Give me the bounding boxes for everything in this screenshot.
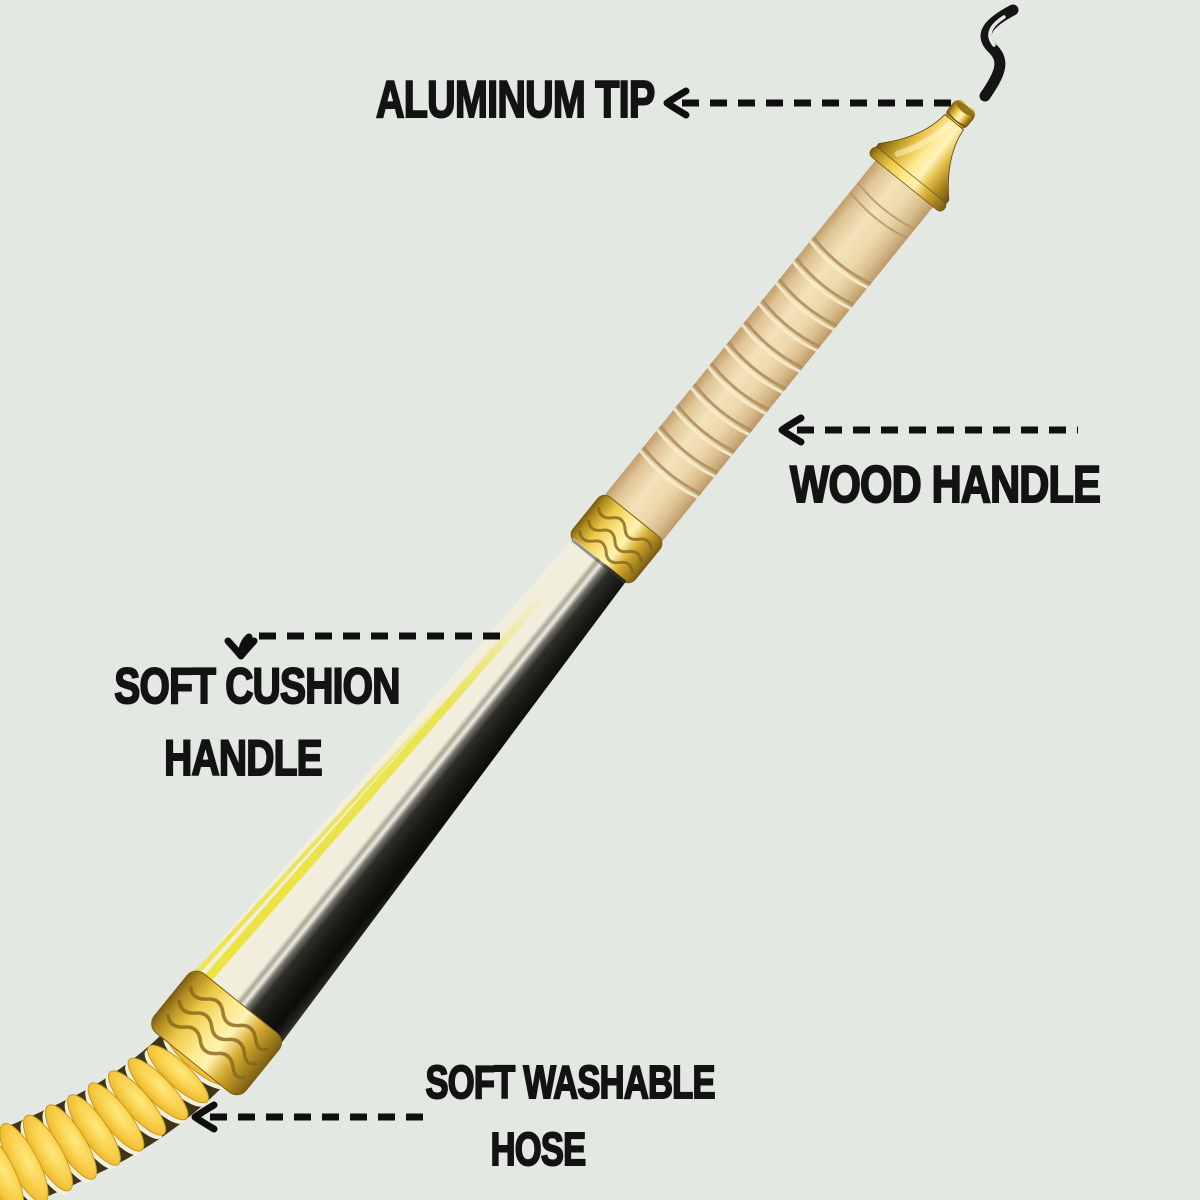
label-soft-washable-line2: HOSE [490,1122,587,1176]
annotation-arrows [191,87,1078,1133]
wood-handle-arrow [778,414,1078,446]
aluminum-tip-part [869,100,975,212]
label-aluminum-tip-text: ALUMINUM TIP [375,71,656,129]
label-soft-cushion-line1: SOFT CUSHION [114,657,402,715]
smoke-icon [979,4,1019,102]
soft-cushion-handle-part [190,538,627,1047]
label-wood-handle: WOOD HANDLE [789,456,1102,514]
label-soft-cushion-handle: SOFT CUSHION HANDLE [114,650,402,794]
label-soft-washable-line1: SOFT WASHABLE [425,1055,717,1109]
gold-band-bottom [151,970,282,1096]
wood-handle-part [604,154,937,544]
label-aluminum-tip: ALUMINUM TIP [375,71,656,129]
aluminum-tip-arrow [663,87,962,119]
label-soft-washable-hose: SOFT WASHABLE HOSE [425,1049,717,1183]
label-soft-cushion-line2: HANDLE [163,729,323,787]
label-wood-handle-text: WOOD HANDLE [789,456,1102,514]
soft-washable-hose-arrow [191,1101,424,1133]
soft-cushion-handle-arrow [224,632,500,660]
